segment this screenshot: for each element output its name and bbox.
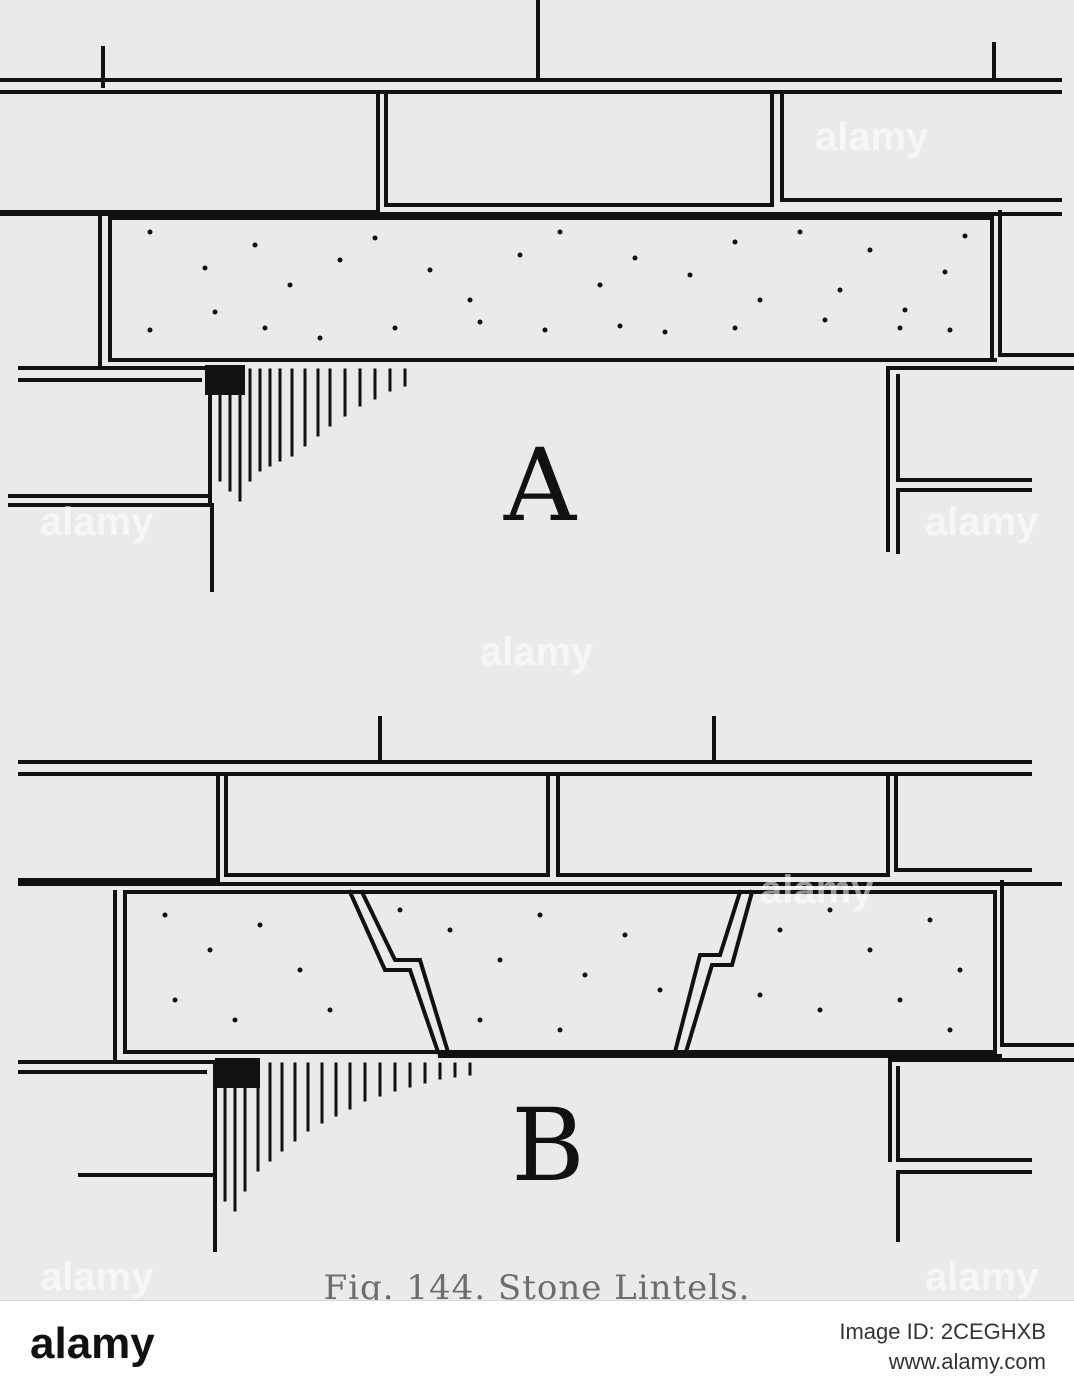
label-b: B (511, 1087, 585, 1204)
lintel-b-outline (123, 890, 997, 1054)
lintel-b-right-joint (1000, 880, 1074, 1047)
brick-b-mid1 (224, 772, 550, 877)
corner-fill-b (215, 1058, 260, 1088)
lintel-a-stipple (147, 229, 968, 341)
key-joint-right (672, 889, 743, 1055)
soffit-shading-a (218, 368, 407, 502)
course-a3-left (8, 366, 212, 507)
jamb-a-right (886, 366, 1074, 552)
corner-fill-a (205, 365, 245, 395)
key-joint-left (347, 889, 441, 1055)
image-id: Image ID: 2CEGHXB (839, 1319, 1046, 1344)
alamy-logo: alamy (30, 1319, 155, 1368)
footer-url[interactable]: www.alamy.com (888, 1349, 1046, 1374)
key-joint-left-2 (359, 889, 451, 1055)
brick-a-left (0, 90, 380, 214)
soffit-shading-b (223, 1062, 472, 1212)
watermark-1: alamy (815, 115, 929, 159)
brick-a-mid (384, 90, 774, 207)
watermark-4: alamy (480, 630, 594, 674)
lintel-a (108, 216, 994, 362)
lintel-b-stipple (162, 907, 963, 1033)
jamb-b-right-inner (896, 1066, 1032, 1242)
brick-b-left (18, 772, 220, 882)
key-joint-right-2 (683, 889, 755, 1055)
brick-b-right (894, 772, 1032, 872)
watermark-2: alamy (40, 500, 154, 544)
watermark-5: alamy (760, 868, 874, 912)
watermark-7: alamy (925, 1255, 1039, 1299)
watermark-6: alamy (40, 1255, 154, 1299)
lintel-a-right-joint (998, 210, 1074, 357)
label-a: A (503, 427, 578, 544)
brick-a-right (780, 90, 1062, 202)
watermark-3: alamy (925, 500, 1039, 544)
jamb-a-right-inner (896, 374, 1032, 554)
course-b3-left (18, 1060, 217, 1177)
stock-footer: alamy Image ID: 2CEGHXB www.alamy.com (0, 1300, 1074, 1390)
stone-lintels-diagram: A B (0, 0, 1074, 1252)
jamb-b-right (888, 1058, 1074, 1162)
diagram-plate: A B alamy alamy alamy alamy alamy alamy … (0, 0, 1074, 1300)
footer-info: Image ID: 2CEGHXB www.alamy.com (839, 1317, 1046, 1377)
brick-b-mid2 (556, 772, 890, 877)
